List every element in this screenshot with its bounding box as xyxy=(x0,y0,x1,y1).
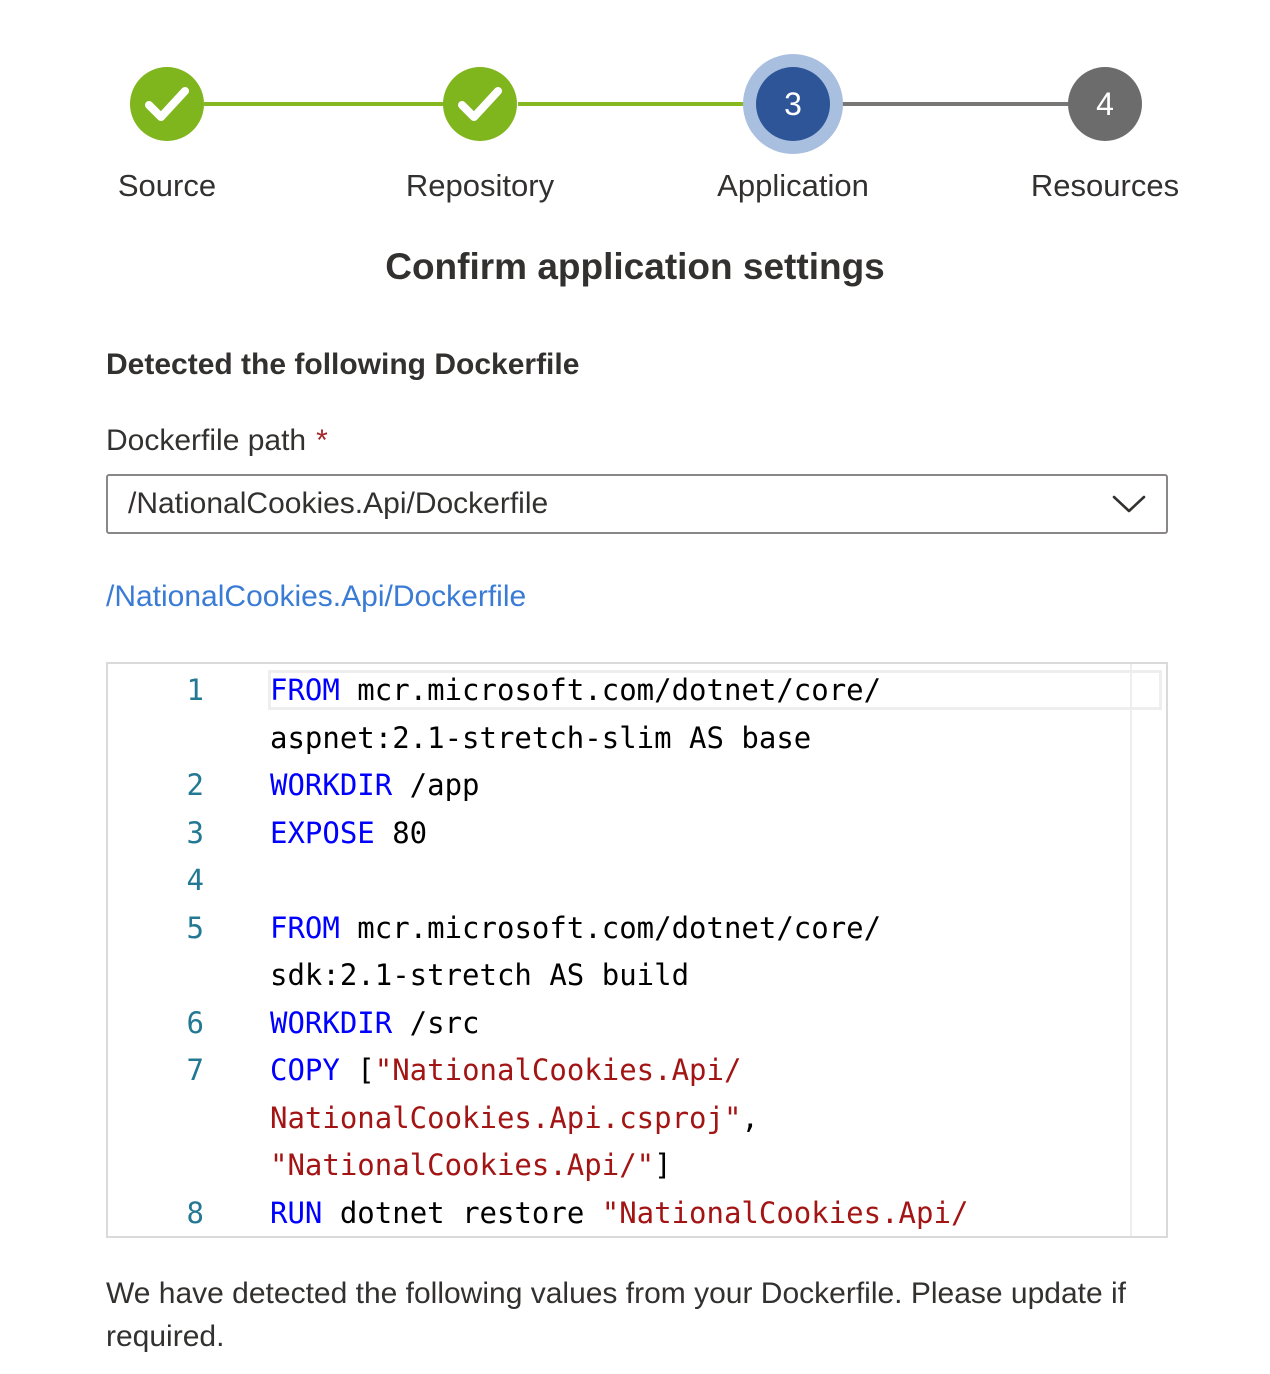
dockerfile-path-dropdown[interactable]: /NationalCookies.Api/Dockerfile xyxy=(106,474,1168,534)
code-plain: mcr.microsoft.com/dotnet/core/ xyxy=(339,910,882,945)
code-text: WORKDIR /app xyxy=(270,762,480,809)
code-text: "NationalCookies.Api/"] xyxy=(270,1142,672,1189)
wizard-stepper: Source Repository 3 Application 4 Resour… xyxy=(0,0,1270,230)
step-repository-label: Repository xyxy=(405,168,555,203)
chevron-down-icon xyxy=(1112,495,1146,513)
line-number: 4 xyxy=(186,863,204,897)
code-string: NationalCookies.Api.csproj" xyxy=(270,1100,742,1135)
code-text: RUN dotnet restore "NationalCookies.Api/ xyxy=(270,1190,968,1237)
code-text: aspnet:2.1-stretch-slim AS base xyxy=(270,715,811,762)
code-plain: mcr.microsoft.com/dotnet/core/ xyxy=(339,673,882,707)
code-plain: [ xyxy=(339,1053,375,1087)
line-number: 2 xyxy=(186,768,204,802)
code-text: COPY ["NationalCookies.Api/ xyxy=(270,1047,741,1094)
line-number: 5 xyxy=(186,910,204,945)
step-application-label: Application xyxy=(717,168,869,203)
dockerfile-path-label-text: Dockerfile path xyxy=(106,424,307,457)
code-plain: /app xyxy=(392,768,480,802)
code-keyword: FROM xyxy=(270,673,340,707)
code-keyword: COPY xyxy=(270,1053,340,1087)
line-number: 1 xyxy=(186,673,204,707)
line-number: 7 xyxy=(186,1053,204,1087)
code-keyword: WORKDIR xyxy=(270,1005,393,1040)
step-resources-circle[interactable]: 4 xyxy=(1068,67,1142,141)
line-number: 6 xyxy=(186,1005,204,1040)
code-text: FROM mcr.microsoft.com/dotnet/core/ xyxy=(270,667,881,714)
step-repository-circle[interactable] xyxy=(443,67,517,141)
code-string: "NationalCookies.Api/ xyxy=(601,1195,969,1230)
code-punct: ] xyxy=(654,1148,672,1182)
line-number: 8 xyxy=(186,1195,204,1230)
code-plain: aspnet:2.1-stretch-slim AS base xyxy=(270,720,812,755)
current-line-highlight xyxy=(268,670,1162,710)
code-text: EXPOSE 80 xyxy=(270,810,427,857)
code-keyword: WORKDIR xyxy=(270,768,393,802)
step-connector-2-3 xyxy=(518,102,744,106)
code-text: NationalCookies.Api.csproj", xyxy=(270,1095,759,1142)
code-text: FROM mcr.microsoft.com/dotnet/core/ xyxy=(270,905,881,952)
checkmark-icon xyxy=(145,87,189,121)
code-plain: dotnet restore xyxy=(322,1195,602,1230)
required-indicator: * xyxy=(316,424,328,457)
code-string: "NationalCookies.Api/" xyxy=(270,1148,655,1182)
code-text: WORKDIR /src xyxy=(270,1000,480,1047)
checkmark-icon xyxy=(458,87,502,121)
line-number: 3 xyxy=(186,815,204,850)
step-number: 3 xyxy=(756,67,830,141)
code-keyword: RUN xyxy=(270,1195,323,1230)
step-application-circle[interactable]: 3 xyxy=(743,54,843,154)
code-punct: , xyxy=(741,1100,759,1135)
step-source-label: Source xyxy=(117,168,217,203)
code-keyword: FROM xyxy=(270,910,340,945)
code-plain: 80 xyxy=(374,815,428,850)
detected-values-description: We have detected the following values fr… xyxy=(106,1277,1126,1353)
step-connector-1-2 xyxy=(204,102,444,106)
code-plain: /src xyxy=(392,1005,480,1040)
code-string: "NationalCookies.Api/ xyxy=(374,1053,742,1087)
minimap-divider xyxy=(1130,664,1132,1236)
page-title: Confirm application settings xyxy=(385,246,885,287)
step-resources-label: Resources xyxy=(1030,168,1180,203)
step-connector-3-4 xyxy=(842,102,1068,106)
code-keyword: EXPOSE xyxy=(270,815,375,850)
dockerfile-path-selected-value: /NationalCookies.Api/Dockerfile xyxy=(128,487,549,520)
dockerfile-path-label: Dockerfile path * xyxy=(106,424,328,458)
step-source-circle[interactable] xyxy=(130,67,204,141)
dockerfile-link[interactable]: /NationalCookies.Api/Dockerfile xyxy=(106,580,527,613)
code-plain: sdk:2.1-stretch AS build xyxy=(270,958,690,992)
section-title: Detected the following Dockerfile xyxy=(106,348,580,381)
code-text: sdk:2.1-stretch AS build xyxy=(270,952,689,999)
